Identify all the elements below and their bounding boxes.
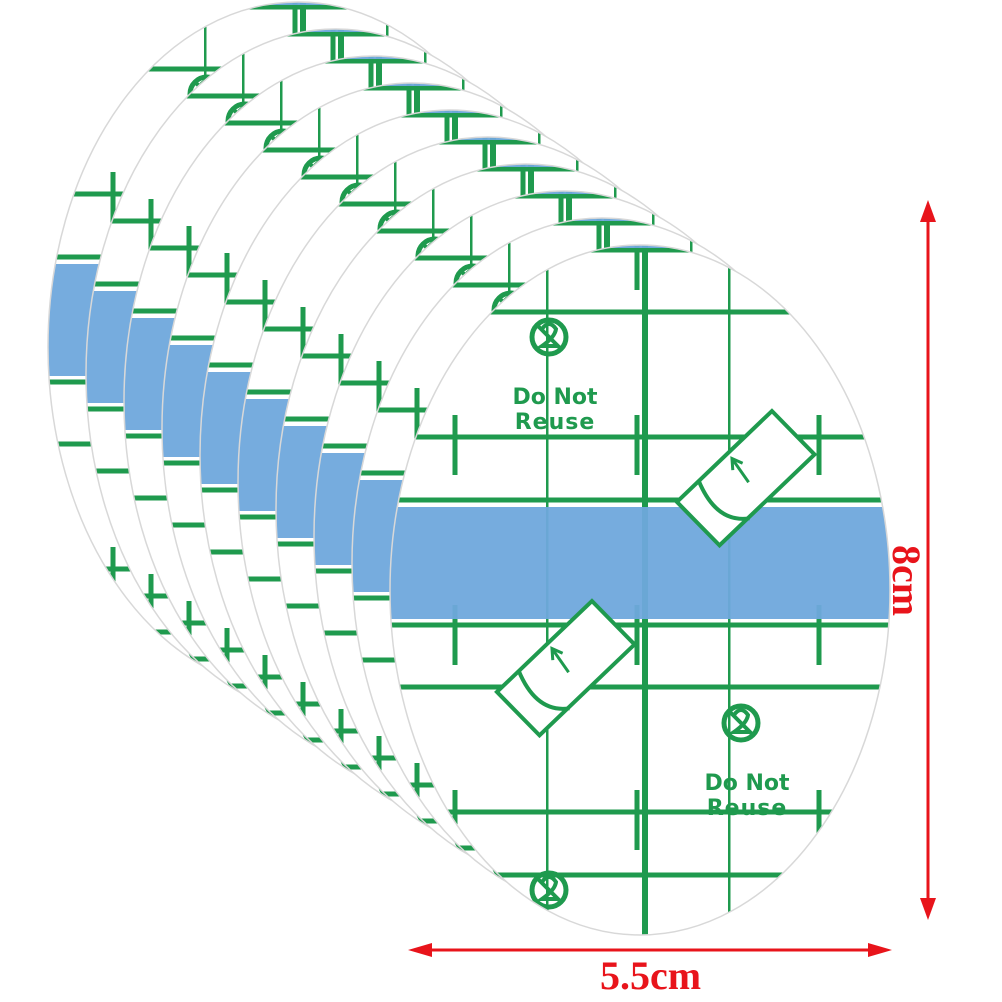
no-reuse-2-icon: [529, 870, 569, 910]
blue-band: [276, 164, 776, 167]
blue-band: [162, 83, 662, 86]
blue-band: [124, 56, 624, 59]
blue-band: [200, 110, 700, 113]
stamp-text-line1: Do Not: [512, 385, 598, 410]
blue-band: [86, 29, 586, 32]
peel-instruction-icon: [494, 598, 638, 739]
sticker-edge: [389, 244, 891, 936]
do-not-reuse-stamp: [529, 870, 569, 910]
blue-band: [390, 245, 890, 248]
stamp-text-line2: Reuse: [515, 410, 596, 435]
height-label: 8cm: [884, 545, 929, 617]
stamp-text-line2: Reuse: [707, 796, 788, 821]
arrow-up-icon: [730, 456, 750, 484]
blue-band: [352, 218, 852, 221]
no-reuse-2-icon: [529, 317, 569, 357]
blue-band: [314, 191, 814, 194]
height-arrow: [920, 200, 936, 920]
blue-band: [238, 137, 738, 140]
width-arrow: [408, 943, 892, 957]
blue-band: [48, 2, 548, 5]
peel-instruction-icon: [674, 408, 818, 549]
stamp-text-line1: Do Not: [704, 771, 790, 796]
blue-band: [390, 507, 890, 619]
arrow-up-icon: [550, 646, 570, 674]
no-reuse-2-icon: [721, 703, 761, 743]
width-label: 5.5cm: [600, 953, 702, 998]
